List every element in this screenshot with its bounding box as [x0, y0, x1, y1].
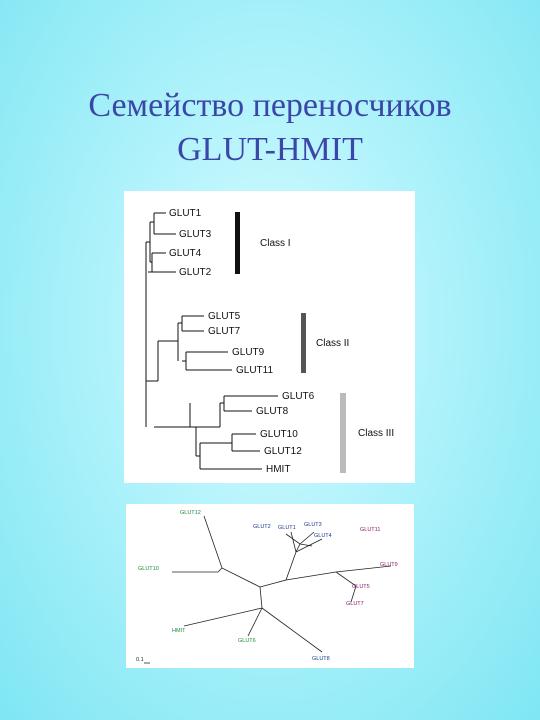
rect-tree-svg: GLUT1 GLUT3 GLUT4 GLUT2 GLUT5 GLUT7 GLUT… [145, 208, 394, 475]
leaf-glut5: GLUT5 [208, 311, 241, 322]
tree2-branches [172, 515, 392, 653]
leaf-glut7: GLUT7 [208, 326, 241, 337]
leaf-hmit: HMIT [266, 464, 290, 475]
class-bar-1 [235, 212, 240, 274]
leaf-glut6: GLUT6 [282, 391, 315, 402]
class-label-2: Class II [316, 338, 349, 349]
leaf-glut4: GLUT4 [169, 248, 202, 259]
leaf-glut2: GLUT2 [179, 267, 212, 278]
class-bar-2 [301, 313, 306, 373]
utree-glut9: GLUT9 [380, 562, 398, 568]
utree-glut12: GLUT12 [180, 510, 201, 516]
unrooted-tree-svg: GLUT12 GLUT2 GLUT1 GLUT3 GLUT4 GLUT11 GL… [136, 510, 398, 664]
tree1-branches [145, 212, 278, 470]
utree-glut1: GLUT1 [278, 525, 296, 531]
utree-glut4: GLUT4 [314, 533, 332, 539]
title-line-1: Семейство переносчиков [88, 87, 452, 124]
class-label-3: Class III [358, 428, 394, 439]
utree-glut8: GLUT8 [312, 656, 330, 662]
utree-scale-label: 0.1 [136, 657, 144, 663]
unrooted-tree-panel: GLUT12 GLUT2 GLUT1 GLUT3 GLUT4 GLUT11 GL… [126, 504, 414, 668]
utree-glut10: GLUT10 [138, 566, 159, 572]
title-line-2: GLUT-HMIT [177, 131, 363, 168]
leaf-glut9: GLUT9 [232, 347, 265, 358]
class-label-1: Class I [260, 238, 291, 249]
utree-glut11: GLUT11 [360, 527, 380, 533]
leaf-glut11: GLUT11 [236, 365, 273, 376]
rect-tree-panel: GLUT1 GLUT3 GLUT4 GLUT2 GLUT5 GLUT7 GLUT… [124, 191, 415, 483]
utree-glut2: GLUT2 [253, 524, 271, 530]
utree-hmit: HMIT [172, 628, 186, 634]
utree-glut3: GLUT3 [304, 522, 322, 528]
utree-glut5: GLUT5 [352, 584, 370, 590]
leaf-glut10: GLUT10 [260, 429, 298, 440]
utree-glut7: GLUT7 [346, 601, 364, 607]
leaf-glut3: GLUT3 [179, 229, 212, 240]
leaf-glut12: GLUT12 [264, 446, 302, 457]
leaf-glut8: GLUT8 [256, 406, 289, 417]
utree-glut6: GLUT6 [238, 638, 256, 644]
class-bar-3 [340, 393, 346, 473]
leaf-glut1: GLUT1 [169, 208, 202, 219]
